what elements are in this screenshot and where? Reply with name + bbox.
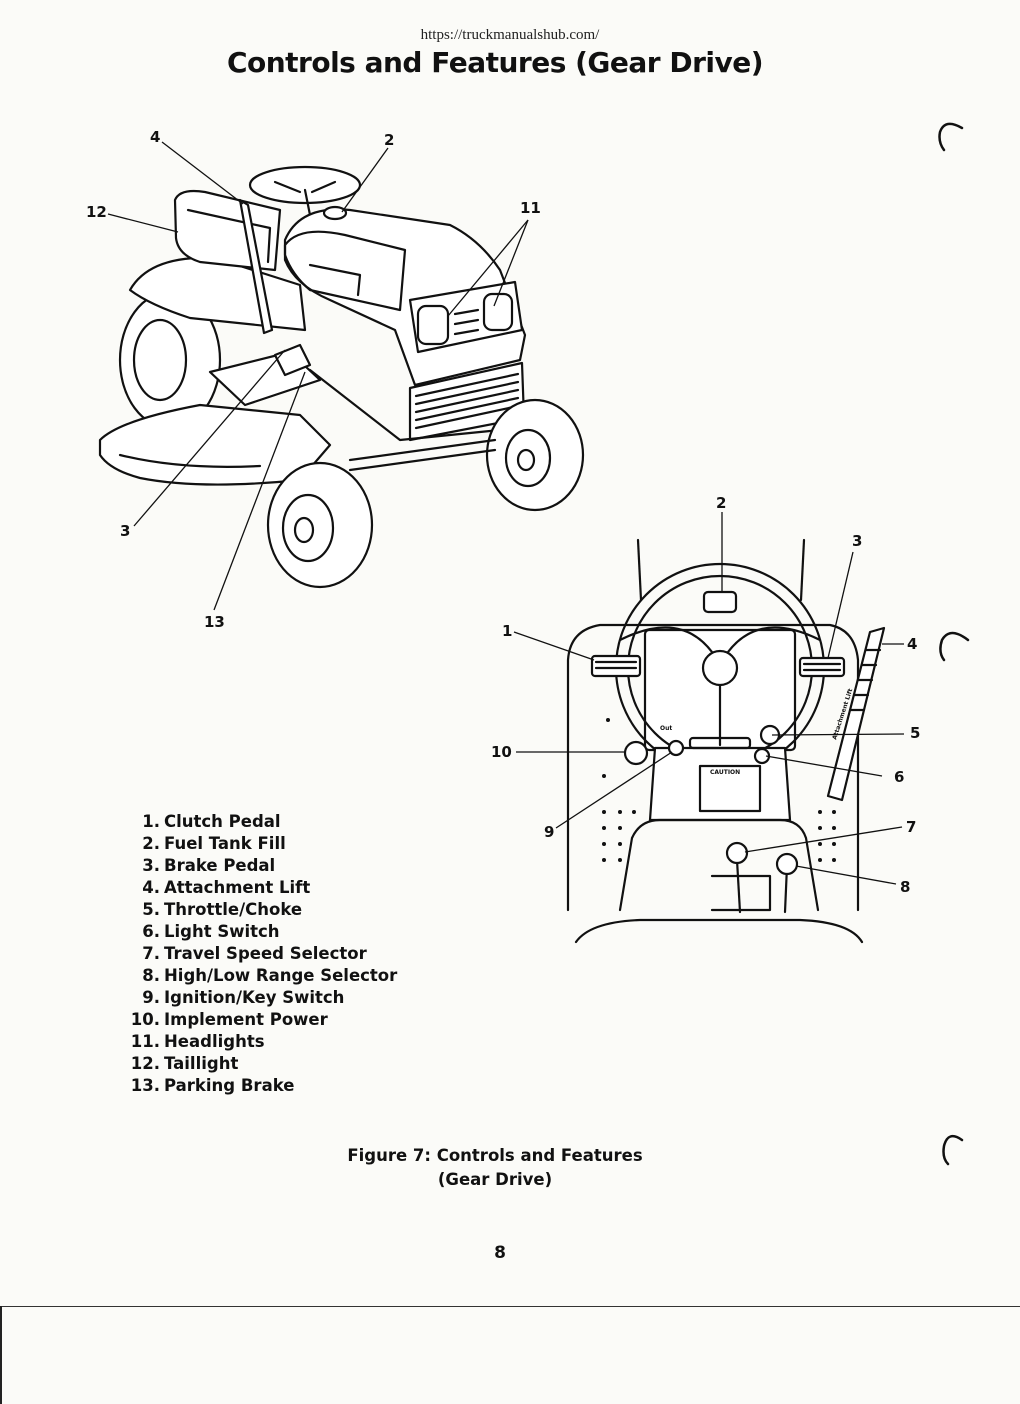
callout-dash-6: 6 bbox=[894, 768, 904, 786]
legend-item: 5.Throttle/Choke bbox=[142, 900, 303, 919]
callout-dash-1: 1 bbox=[502, 622, 512, 640]
legend-item: 8.High/Low Range Selector bbox=[142, 966, 398, 985]
page-bottom-rule bbox=[0, 1306, 1020, 1307]
legend-item: 1.Clutch Pedal bbox=[142, 812, 281, 831]
callout-dash-7: 7 bbox=[906, 818, 916, 836]
out-label: Out bbox=[660, 725, 672, 732]
legend-item: 10.Implement Power bbox=[130, 1010, 328, 1029]
callout-tractor-2: 2 bbox=[384, 131, 394, 149]
legend-item: 2.Fuel Tank Fill bbox=[142, 834, 286, 853]
figure-caption: Figure 7: Controls and Features (Gear Dr… bbox=[300, 1144, 690, 1192]
page-number: 8 bbox=[494, 1243, 506, 1263]
callout-tractor-4: 4 bbox=[150, 128, 160, 146]
caution-label: CAUTION bbox=[710, 769, 740, 776]
legend-item: 13.Parking Brake bbox=[130, 1076, 295, 1095]
page-title: Controls and Features (Gear Drive) bbox=[226, 46, 764, 79]
callout-tractor-11: 11 bbox=[520, 199, 541, 217]
legend-item: 11.Headlights bbox=[130, 1032, 265, 1051]
figure-caption-line1: Figure 7: Controls and Features bbox=[347, 1146, 643, 1165]
legend-item: 4.Attachment Lift bbox=[142, 878, 311, 897]
figure-caption-line2: (Gear Drive) bbox=[437, 1170, 553, 1189]
callout-tractor-12: 12 bbox=[86, 203, 107, 221]
legend-item: 6.Light Switch bbox=[142, 922, 280, 941]
callout-tractor-3: 3 bbox=[120, 522, 130, 540]
legend-item: 12.Taillight bbox=[130, 1054, 239, 1073]
source-url: https://truckmanualshub.com/ bbox=[420, 27, 600, 43]
legend-item: 3.Brake Pedal bbox=[142, 856, 276, 875]
legend-item: 7.Travel Speed Selector bbox=[142, 944, 367, 963]
callout-dash-8: 8 bbox=[900, 878, 910, 896]
callout-dash-2: 2 bbox=[716, 494, 726, 512]
callout-tractor-13: 13 bbox=[204, 613, 225, 631]
callout-dash-9: 9 bbox=[544, 823, 554, 841]
callout-dash-10: 10 bbox=[491, 743, 512, 761]
callout-dash-5: 5 bbox=[910, 724, 920, 742]
legend-item: 9.Ignition/Key Switch bbox=[142, 988, 345, 1007]
callout-dash-4: 4 bbox=[907, 635, 917, 653]
page-edge-line bbox=[0, 1306, 2, 1404]
callout-dash-3: 3 bbox=[852, 532, 862, 550]
controls-legend: 1.Clutch Pedal 2.Fuel Tank Fill 3.Brake … bbox=[128, 811, 398, 1097]
